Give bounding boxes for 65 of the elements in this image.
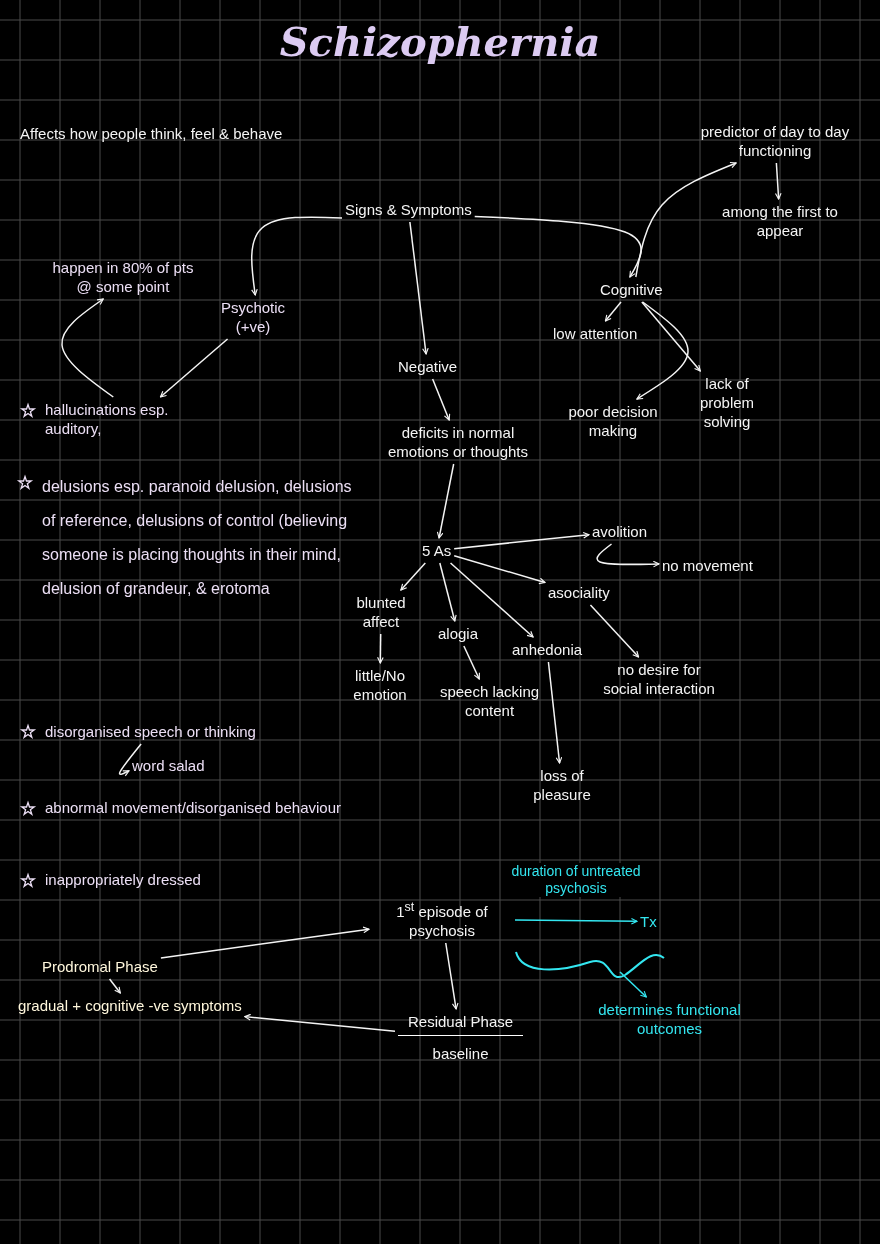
node-text: Cognitive bbox=[600, 280, 663, 299]
arrow bbox=[514, 917, 638, 925]
arrow bbox=[160, 926, 370, 959]
node-text: asociality bbox=[548, 583, 610, 602]
node-text: Negative bbox=[398, 357, 458, 376]
node-text: speech lacking content bbox=[438, 682, 541, 720]
node-text: Tx bbox=[640, 912, 657, 931]
node-text: Psychotic (+ve) bbox=[219, 298, 287, 336]
arrow bbox=[463, 645, 480, 680]
node-text: determines functional outcomes bbox=[597, 1000, 742, 1038]
node-text: deficits in normal emotions or thoughts bbox=[386, 423, 530, 461]
arrow bbox=[400, 562, 427, 591]
node-text: disorganised speech or thinking bbox=[45, 722, 256, 741]
node-text: blunted affect bbox=[355, 593, 407, 631]
arrow bbox=[641, 301, 702, 372]
title: Schizophernia bbox=[278, 18, 602, 65]
node-text: low attention bbox=[553, 324, 638, 343]
arrow bbox=[453, 554, 546, 585]
node-text: alogia bbox=[438, 624, 479, 643]
node-text: Signs & Symptoms bbox=[345, 200, 472, 219]
node-text: no desire for social interaction bbox=[602, 660, 716, 698]
node-text: poor decision making bbox=[567, 402, 659, 440]
arrow bbox=[473, 215, 642, 278]
node-text: Prodromal Phase bbox=[42, 957, 158, 976]
node-text: little/No emotion bbox=[352, 666, 408, 704]
node-text: lack of problem solving bbox=[698, 374, 756, 431]
arrow bbox=[635, 161, 737, 278]
node-subtext: baseline bbox=[431, 1044, 490, 1063]
intro-note: Affects how people think, feel & behave bbox=[20, 124, 284, 143]
arrow bbox=[436, 463, 455, 539]
arrow bbox=[604, 301, 622, 322]
arrow bbox=[159, 338, 229, 398]
node-text: hallucinations esp. auditory, bbox=[45, 400, 170, 438]
symptom-note: abnormal movement/disorganised behaviour bbox=[45, 798, 342, 817]
node-text: avolition bbox=[592, 522, 648, 541]
arrow bbox=[445, 942, 459, 1010]
symptom-note: inappropriately dressed bbox=[45, 870, 202, 889]
arrow bbox=[453, 531, 590, 550]
arrow bbox=[108, 978, 122, 994]
node-text: anhedonia bbox=[512, 640, 583, 659]
node-text: no movement bbox=[662, 556, 753, 575]
node-text: 5 As bbox=[422, 541, 452, 560]
arrow bbox=[439, 562, 457, 622]
node-text: happen in 80% of pts @ some point bbox=[51, 258, 195, 296]
node-text: predictor of day to day functioning bbox=[699, 122, 851, 160]
arrow bbox=[61, 298, 115, 398]
arrow bbox=[244, 1013, 396, 1032]
arrow bbox=[409, 221, 429, 355]
node-text: 1$^{st}$ episode of psychosis bbox=[395, 899, 489, 940]
node-text: among the first to appear bbox=[721, 202, 839, 240]
arrow bbox=[596, 543, 660, 568]
node-text: word salad bbox=[132, 756, 205, 775]
node-text: Residual Phase bbox=[398, 1012, 524, 1036]
arrow bbox=[118, 743, 142, 777]
arrow bbox=[431, 378, 451, 421]
arrow bbox=[774, 162, 782, 200]
arrow bbox=[377, 633, 384, 664]
arrow bbox=[547, 661, 563, 764]
arrow bbox=[449, 562, 534, 638]
node-text: gradual + cognitive -ve symptoms bbox=[18, 996, 242, 1015]
arrow bbox=[636, 301, 689, 400]
node-text: loss of pleasure bbox=[532, 766, 592, 804]
arrow bbox=[589, 604, 640, 658]
arrow bbox=[251, 216, 343, 296]
arrow bbox=[619, 971, 648, 998]
